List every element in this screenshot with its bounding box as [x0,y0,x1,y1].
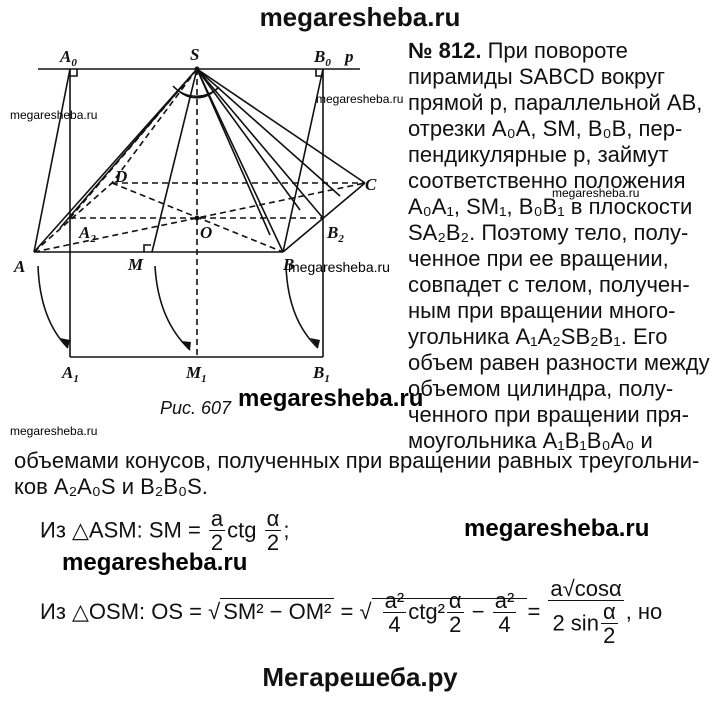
arrow-head [60,338,70,348]
watermark: megaresheba.ru [238,385,424,412]
problem-text-full: объемами конусов, полученных при вращени… [14,448,714,500]
label-m1: M1 [185,363,207,385]
watermark: megaresheba.ru [10,108,98,122]
problem-number: № 812. [408,38,482,63]
text-line: A₀A₁, SM₁, B₀B₁ в плоскости [408,194,693,219]
text-line: ным при вращении много- [408,298,676,323]
point-s [194,66,200,72]
rotation-arrow [37,265,69,349]
problem-text-right: № 812. При повороте пирамиды SABCD вокру… [408,38,710,454]
watermark: megaresheba.ru [464,515,650,542]
sweep-line [196,68,271,236]
text-line: моугольника A₁B₁B₀A₀ и [408,428,653,453]
watermark: megaresheba.ru [552,186,640,200]
site-title-top[interactable]: megaresheba.ru [259,2,461,32]
sweep-line [59,68,198,229]
text-line: SA₂B₂. Поэтому тело, полу- [408,220,689,245]
watermark: megaresheba.ru [288,259,390,275]
edge-sc [196,68,366,184]
label-a2: A2 [78,223,96,245]
edge-sd [111,68,198,184]
sweep-line [196,68,301,211]
right-angle-mark [315,69,323,77]
label-m: M [127,255,144,274]
site-title-bottom[interactable]: Мегарешеба.ру [262,662,458,692]
label-a0: A0 [59,47,77,69]
watermark: megaresheba.ru [62,549,248,576]
label-b0: B0 [313,47,331,69]
label-s: S [190,45,199,64]
text-line: объемом цилиндра, полу- [408,376,674,401]
watermark: megaresheba.ru [316,92,404,106]
angle-arc [172,85,220,98]
label-a1: A1 [61,363,79,385]
segment-sm [151,68,198,253]
text-line: отрезки A₀A, SM, B₀B, пер- [408,116,683,141]
label-b: B [282,255,294,274]
right-angle-mark [70,69,78,77]
segment-sb2 [196,68,324,219]
rotation-arrow [285,265,319,349]
pyramid-figure: A0 S B0 p D C A2 O B2 A M B A1 M1 B1 [13,45,377,385]
text-line: объемами конусов, полученных при вращени… [14,448,700,473]
edge-sb [196,68,284,253]
text-line: ченное при ее вращении, [408,246,669,271]
sweep-line [196,68,341,197]
text-line: угольника A₁A₂SB₂B₁. Его [408,324,668,349]
arrow-head [310,338,320,348]
edge-bc [282,182,366,253]
text-line: ков A₂A₀S и B₂B₀S. [14,474,208,499]
text-line: пирамиды SABCD вокруг [408,64,666,89]
segment-a0a [33,68,71,253]
label-o: O [200,223,212,242]
text-line: совпадет с телом, получен- [408,272,690,297]
label-a: A [13,257,25,276]
text-line: ченного при вращении пря- [408,402,689,427]
text-line: объем равен разности между [408,350,710,375]
point-o [194,215,200,221]
text-line: № 812. При повороте [408,38,628,63]
segment-b0b [282,68,324,253]
label-p: p [343,47,354,66]
text-line: соответственно положения [408,168,686,193]
right-angle-mark [143,244,151,252]
label-c: C [365,175,377,194]
label-b2: B2 [326,223,344,245]
figure-caption: Рис. 607 [160,398,232,418]
label-d: D [114,167,127,186]
label-b1: B1 [312,363,330,385]
text-line: пендикулярные p, займут [408,142,669,167]
watermark: megaresheba.ru [10,424,98,438]
rotation-arrow [154,265,191,351]
text-line: прямой p, параллельной AB, [408,90,703,115]
diagonal-ac [33,182,366,253]
arrow-head [181,341,191,350]
